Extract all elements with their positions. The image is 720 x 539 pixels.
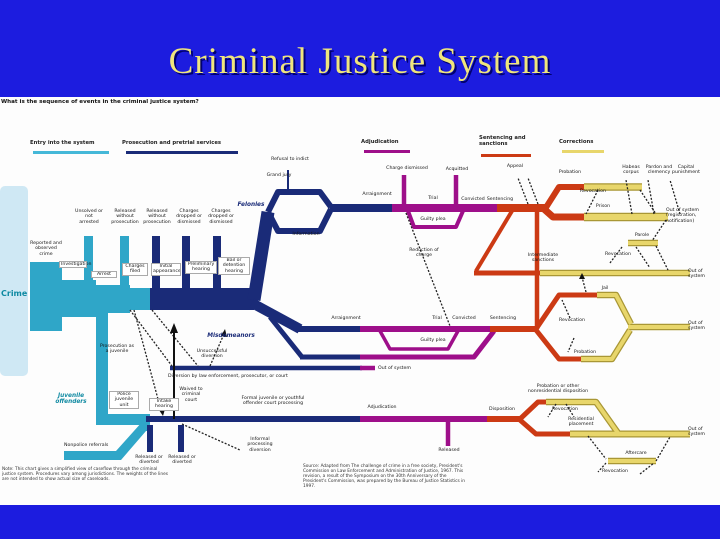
- label-sentencing-misd: Sentencing: [489, 316, 517, 321]
- label-guilty-plea-felony: Guilty plea: [420, 217, 446, 222]
- label-police-juvenile-unit: Police juvenile unit: [109, 391, 139, 409]
- label-felonies: Felonies: [237, 202, 265, 208]
- label-habeas-corpus: Habeas corpus: [622, 165, 640, 176]
- label-intake-hearing: Intake hearing: [149, 398, 179, 411]
- label-crime: Crime: [1, 289, 28, 298]
- label-guilty-plea-misd: Guilty plea: [420, 338, 446, 343]
- label-residential-placement: Residential placement: [568, 417, 594, 428]
- label-aftercare: Aftercare: [625, 451, 647, 456]
- label-probation-nonresidential: Probation or other nonresidential dispos…: [527, 384, 589, 395]
- label-dropped-2: Charges dropped or dismissed: [208, 209, 234, 225]
- label-bail: Bail or detention hearing: [218, 257, 250, 275]
- label-released-juvenile: Released: [438, 448, 460, 453]
- label-diversion-line: Diversion by law enforcement, prosecutor…: [168, 374, 288, 379]
- label-reported: Reported and observed crime: [30, 241, 62, 257]
- label-arrest: Arrest: [91, 270, 117, 279]
- header-prosecution: Prosecution and pretrial services: [122, 140, 222, 146]
- label-pardon-clemency: Pardon and clemency: [645, 165, 673, 176]
- label-disposition: Disposition: [489, 407, 515, 412]
- slide-title: Criminal Justice System: [168, 41, 552, 82]
- label-nonpolice-referrals: Nonpolice referrals: [64, 443, 109, 448]
- label-prosecution-as-juvenile: Prosecution as a juvenile: [99, 344, 135, 355]
- label-adjudication-juvenile: Adjudication: [367, 405, 397, 410]
- label-released-1: Released without prosecution: [111, 209, 139, 225]
- sentencing-underline: [481, 154, 531, 157]
- label-charges-filed: Charges filed: [122, 263, 148, 276]
- label-charge-dismissed: Charge dismissed: [386, 166, 428, 171]
- label-out-of-system-1: Out of system: [688, 269, 705, 280]
- label-out-registration: Out of system (registration, notificatio…: [666, 208, 699, 224]
- label-appeal: Appeal: [506, 164, 524, 169]
- label-out-of-system-2: Out of system: [688, 321, 705, 332]
- label-unsuccessful-diversion: Unsuccessful diversion: [196, 349, 228, 360]
- label-revocation-aftercare: Revocation: [601, 469, 628, 474]
- label-convicted-felony: Convicted: [461, 197, 485, 202]
- label-revocation-misd: Revocation: [558, 318, 585, 323]
- header-adjudication: Adjudication: [361, 139, 399, 145]
- label-released-2: Released without prosecution: [143, 209, 171, 225]
- label-arraignment-misd: Arraignment: [331, 316, 361, 321]
- crime-panel: [0, 186, 28, 376]
- label-reduction-of-charge: Reduction of charge: [409, 248, 439, 259]
- adjudication-underline: [364, 150, 410, 153]
- label-waived-to-criminal-court: Waived to criminal court: [179, 387, 203, 403]
- corrections-underline: [562, 150, 604, 153]
- flowchart-lines: [0, 170, 690, 475]
- label-grand-jury: Grand jury: [266, 173, 292, 178]
- label-initial-appearance: Initial appearance: [151, 263, 181, 276]
- label-probation-felony: Probation: [558, 170, 582, 175]
- question-text: What is the sequence of events in the cr…: [1, 99, 199, 105]
- label-refusal-to-indict: Refusal to indict: [271, 157, 309, 162]
- source-text: Source: Adapted from The challenge of cr…: [303, 464, 466, 490]
- prosecution-underline: [126, 151, 238, 154]
- label-juvenile-offenders: Juvenile offenders: [55, 393, 87, 406]
- label-out-of-system-4: Out of system: [688, 427, 705, 438]
- label-sentencing-felony: Sentencing: [486, 197, 514, 202]
- label-acquitted-felony: Acquitted: [445, 167, 469, 172]
- label-prison: Prison: [595, 204, 611, 209]
- label-released-or-diverted-1: Released or diverted: [135, 455, 163, 466]
- label-intermediate-sanctions: Intermediate sanctions: [527, 253, 559, 264]
- label-revocation-probation: Revocation: [579, 189, 606, 194]
- label-probation-misd: Probation: [573, 350, 597, 355]
- label-parole: Parole: [634, 233, 650, 238]
- label-misdemeanors: Misdemeanors: [207, 333, 255, 339]
- entry-underline: [33, 151, 109, 154]
- label-convicted-misd: Convicted: [452, 316, 476, 321]
- label-trial-misd: Trial: [432, 316, 442, 321]
- label-informal-processing: Informal processing diversion: [247, 437, 273, 453]
- header-corrections: Corrections: [559, 139, 594, 145]
- label-out-of-system-3: Out of system: [378, 366, 411, 371]
- label-revocation-juv-probation: Revocation: [551, 407, 578, 412]
- label-information: Information: [292, 232, 320, 237]
- label-investigation: Investigation: [59, 260, 92, 269]
- label-capital-punishment: Capital punishment: [672, 165, 700, 176]
- flowchart-panel: What is the sequence of events in the cr…: [0, 97, 720, 505]
- label-jail: Jail: [601, 286, 609, 291]
- label-unsolved: Unsolved or not arrested: [75, 209, 103, 225]
- header-sentencing: Sentencing and sanctions: [479, 135, 526, 147]
- note-text: Note: This chart gives a simplified view…: [2, 467, 168, 483]
- label-trial-felony: Trial: [428, 196, 438, 201]
- label-preliminary-hearing: Preliminary hearing: [185, 261, 217, 274]
- label-formal-juvenile-processing: Formal juvenile or youthful offender cou…: [241, 396, 305, 407]
- label-arraignment-felony: Arraignment: [362, 192, 392, 197]
- label-dropped-1: Charges dropped or dismissed: [176, 209, 202, 225]
- label-released-or-diverted-2: Released or diverted: [168, 455, 196, 466]
- label-revocation-parole: Revocation: [604, 252, 631, 257]
- header-entry: Entry into the system: [30, 140, 95, 146]
